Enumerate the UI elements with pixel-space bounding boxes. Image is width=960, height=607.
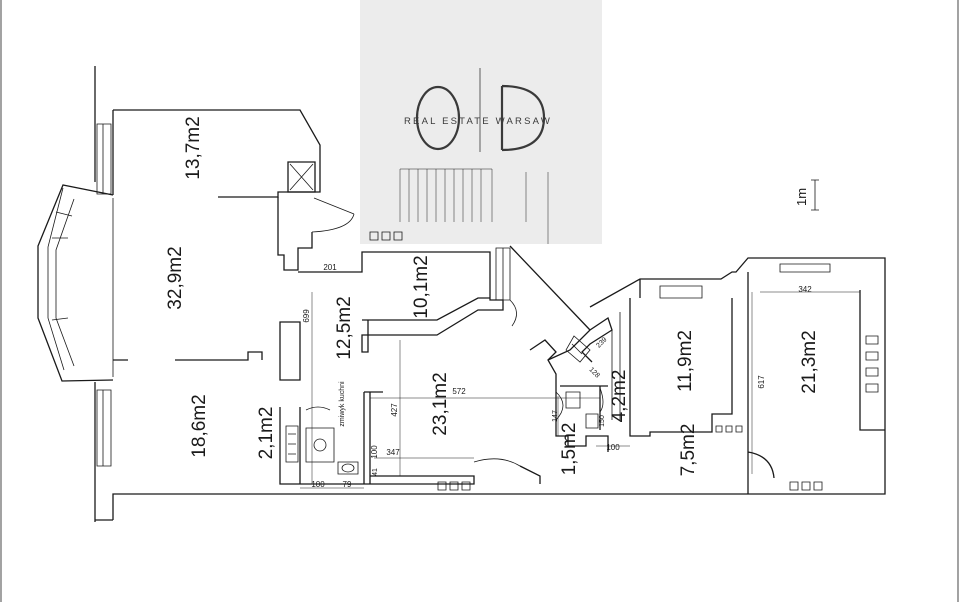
dimension-label: 427 bbox=[390, 403, 399, 417]
dimension-label: 239 bbox=[595, 336, 608, 349]
dimension-label: 128 bbox=[587, 366, 600, 379]
dimension-label: 100 bbox=[311, 480, 325, 489]
room-area-label-13-7: 13,7m2 bbox=[183, 116, 204, 179]
dimension-label: 147 bbox=[552, 410, 559, 422]
scale-bar: 1m bbox=[794, 179, 819, 211]
room-area-label-12-5: 12,5m2 bbox=[334, 296, 355, 359]
dimension-label: 347 bbox=[386, 448, 400, 457]
dimension-label: 699 bbox=[302, 309, 311, 323]
dimension-labels: 201 699 572 427 347 100 100 79 41 147 12… bbox=[302, 263, 812, 489]
dimension-label: 617 bbox=[757, 375, 766, 389]
dimension-lines bbox=[300, 271, 860, 489]
room-area-labels: 13,7m2 32,9m2 18,6m2 2,1m2 12,5m2 10,1m2… bbox=[165, 116, 820, 476]
walls bbox=[37, 66, 886, 522]
room-area-label-21-3: 21,3m2 bbox=[799, 330, 820, 393]
room-area-label-10-1: 10,1m2 bbox=[411, 255, 432, 318]
dimension-label: 100 bbox=[606, 443, 620, 452]
dimension-label: 201 bbox=[323, 263, 337, 272]
dimension-label: 150 bbox=[599, 415, 606, 427]
room-area-label-18-6: 18,6m2 bbox=[189, 394, 210, 457]
dimension-label: 572 bbox=[452, 387, 466, 396]
room-area-label-4-2: 4,2m2 bbox=[609, 370, 630, 423]
room-area-label-7-5: 7,5m2 bbox=[678, 424, 699, 477]
scale-bar-label: 1m bbox=[794, 188, 809, 206]
dimension-label: 79 bbox=[343, 480, 352, 489]
staircase bbox=[399, 168, 549, 244]
room-area-label-32-9: 32,9m2 bbox=[165, 246, 186, 309]
dimension-label: 342 bbox=[798, 285, 812, 294]
watermark-logo-d bbox=[500, 84, 546, 152]
dimension-label: 100 bbox=[370, 445, 379, 459]
kitchen-note-label: zmiwyk kuchni bbox=[339, 381, 346, 427]
watermark: REAL ESTATE WARSAW bbox=[360, 0, 602, 244]
watermark-brand-text: REAL ESTATE WARSAW bbox=[404, 116, 552, 127]
room-area-label-23-1: 23,1m2 bbox=[430, 372, 451, 435]
room-area-label-11-9: 11,9m2 bbox=[675, 330, 696, 392]
dimension-label: 41 bbox=[372, 468, 379, 476]
watermark-logo-o bbox=[415, 85, 461, 151]
room-area-label-2-1: 2,1m2 bbox=[256, 407, 277, 460]
room-area-label-1-5: 1,5m2 bbox=[559, 423, 580, 476]
